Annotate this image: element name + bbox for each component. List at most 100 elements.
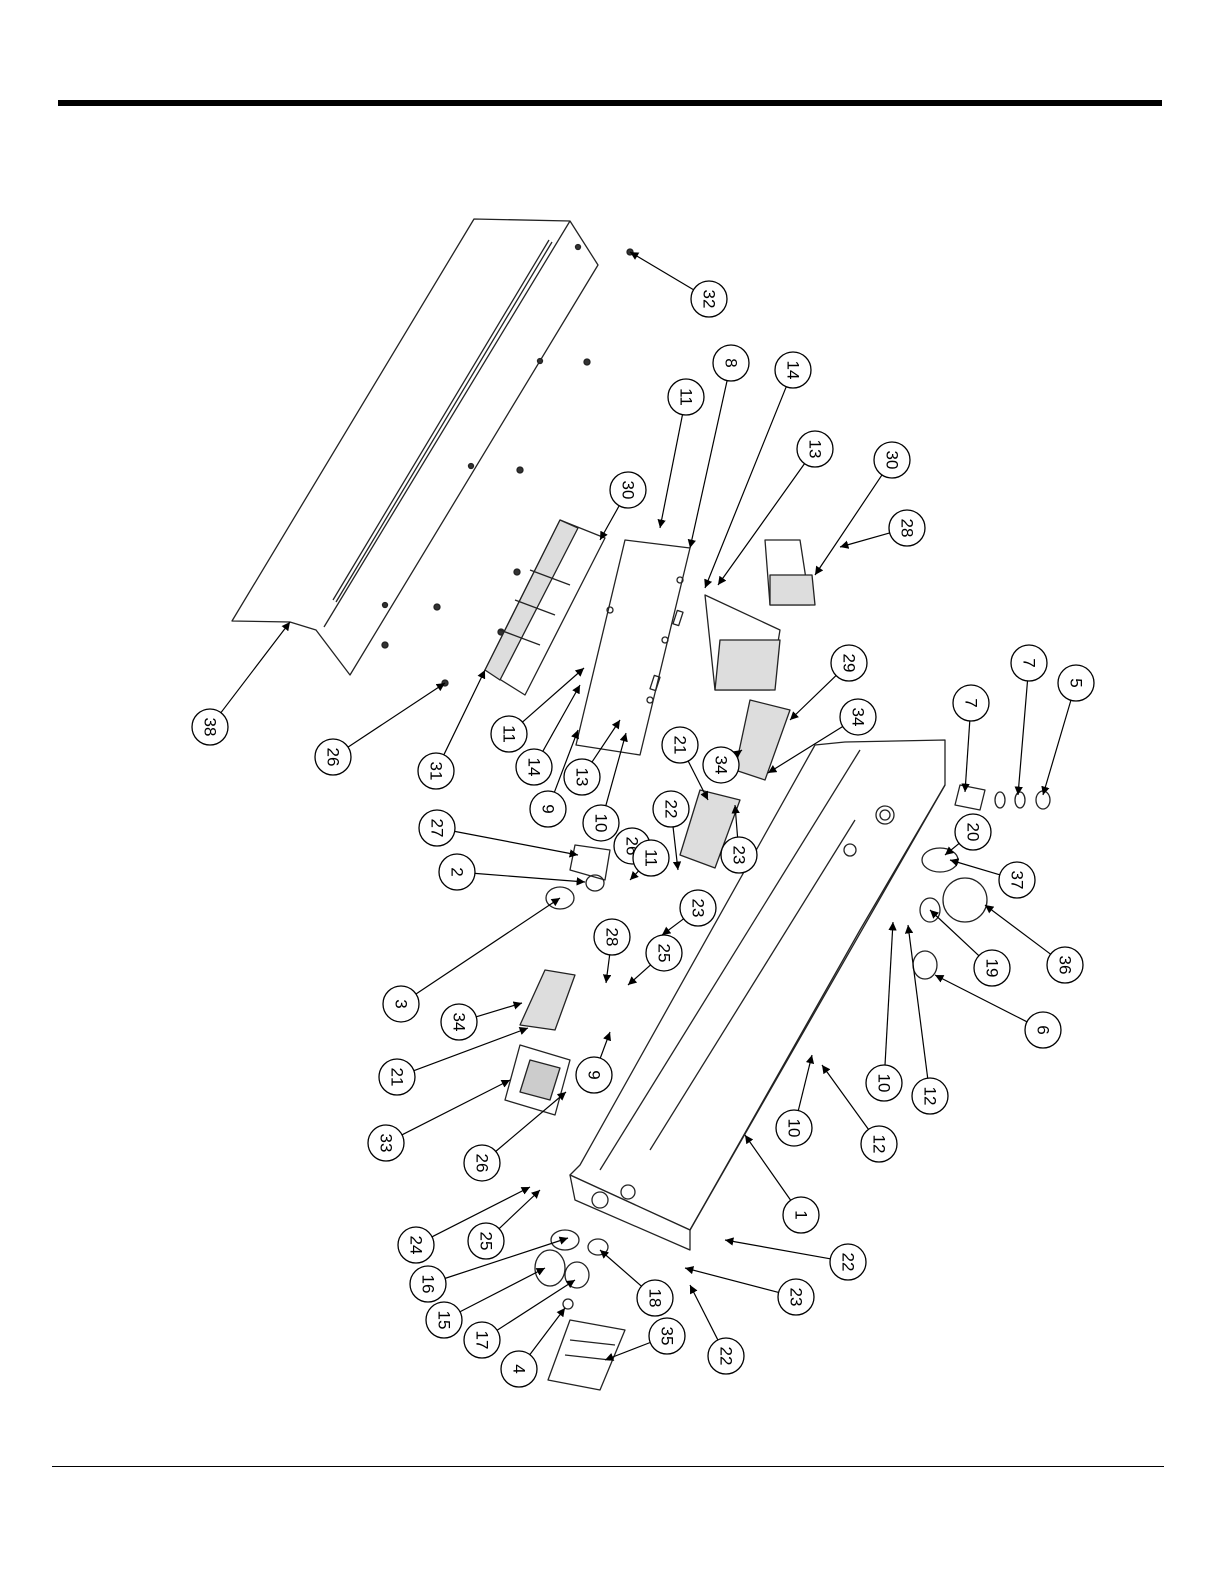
callout-label: 28: [898, 519, 917, 538]
callout-label: 24: [407, 1236, 426, 1255]
callout-22: 22: [690, 1285, 744, 1374]
leader-line: [476, 1003, 522, 1017]
leader-line: [725, 1240, 830, 1259]
callout-17: 17: [464, 1280, 575, 1358]
bottom-rule: [52, 1466, 1164, 1467]
callout-label: 38: [201, 718, 220, 737]
callout-label: 14: [525, 758, 544, 777]
leader-line: [628, 965, 651, 985]
callout-label: 11: [500, 725, 519, 743]
leader-line: [543, 685, 580, 751]
leader-line: [348, 683, 445, 747]
leader-line: [660, 415, 682, 528]
callout-label: 3: [392, 999, 411, 1008]
callout-12: 12: [908, 925, 948, 1114]
callout-25: 25: [628, 935, 682, 985]
callout-label: 17: [473, 1331, 492, 1350]
callout-24: 24: [398, 1187, 530, 1263]
callout-label: 27: [428, 819, 447, 838]
leader-line: [460, 1268, 545, 1312]
leader-line: [690, 1285, 718, 1340]
callout-label: 37: [1008, 871, 1027, 890]
callout-20: 20: [945, 814, 991, 855]
callout-label: 23: [730, 846, 749, 865]
glands-bottom: [535, 1230, 608, 1309]
callout-label: 30: [619, 481, 638, 500]
callout-label: 18: [646, 1289, 665, 1308]
callout-label: 23: [787, 1288, 806, 1307]
callout-11: 11: [660, 379, 704, 528]
callout-label: 29: [840, 654, 859, 673]
callout-label: 2: [448, 867, 467, 876]
callout-34: 34: [703, 747, 742, 783]
callout-label: 10: [875, 1074, 894, 1093]
callout-7: 7: [953, 685, 989, 792]
callout-30: 30: [815, 442, 910, 575]
callout-label: 7: [1020, 658, 1039, 667]
callout-label: 35: [658, 1327, 677, 1346]
mounting-plate: [576, 540, 690, 755]
relay-block-upper: [765, 540, 815, 605]
leader-line: [685, 1268, 779, 1292]
callout-18: 18: [600, 1250, 673, 1316]
relay-block-lower: [705, 595, 780, 690]
leader-line: [885, 922, 893, 1065]
leader-line: [600, 1032, 610, 1058]
leader-line: [600, 506, 619, 540]
callout-label: 19: [983, 959, 1002, 978]
leader-line: [840, 533, 890, 547]
leader-line: [1043, 700, 1071, 795]
leader-line: [475, 873, 585, 882]
callout-31: 31: [418, 670, 485, 789]
leader-line: [790, 676, 836, 720]
callout-label: 5: [1067, 678, 1086, 687]
callout-label: 4: [510, 1364, 529, 1373]
leader-line: [416, 898, 560, 994]
callout-label: 23: [689, 899, 708, 918]
callout-label: 7: [962, 698, 981, 707]
callout-label: 6: [1034, 1025, 1053, 1034]
leader-line: [815, 475, 882, 575]
callout-label: 9: [539, 804, 558, 813]
callout-label: 14: [784, 361, 803, 380]
callout-label: 12: [921, 1087, 940, 1106]
callout-10: 10: [866, 922, 902, 1101]
leader-line: [798, 1055, 812, 1111]
callout-label: 31: [427, 762, 446, 781]
callout-5: 5: [1043, 665, 1094, 795]
leader-line: [606, 955, 610, 983]
leader-line: [822, 1065, 868, 1129]
callout-label: 10: [592, 814, 611, 833]
callout-label: 33: [377, 1134, 396, 1153]
leader-line: [402, 1080, 510, 1135]
callout-26: 26: [464, 1092, 566, 1181]
leader-line: [1018, 681, 1028, 795]
callout-label: 13: [573, 768, 592, 787]
callout-label: 34: [849, 708, 868, 727]
terminal-strip-large: [485, 520, 605, 695]
callout-6: 6: [935, 975, 1061, 1048]
callout-label: 25: [477, 1232, 496, 1251]
callout-label: 34: [712, 756, 731, 775]
callout-21: 21: [662, 727, 708, 800]
callout-2: 2: [439, 854, 585, 890]
leader-line: [630, 871, 639, 880]
callout-label: 21: [671, 736, 690, 755]
callout-label: 21: [388, 1068, 407, 1087]
callout-label: 15: [435, 1311, 454, 1330]
callout-label: 8: [722, 358, 741, 367]
callout-label: 26: [324, 748, 343, 767]
callout-label: 30: [883, 451, 902, 470]
callout-38: 38: [192, 622, 290, 745]
leader-line: [499, 1190, 540, 1229]
callout-label: 9: [585, 1070, 604, 1079]
callout-label: 20: [964, 823, 983, 842]
callout-37: 37: [950, 860, 1035, 898]
leader-line: [455, 831, 578, 855]
din-module-33: [505, 1045, 570, 1115]
leader-line: [673, 827, 678, 870]
terminal-strip-29: [735, 700, 790, 780]
callout-8: 8: [690, 345, 749, 548]
leader-line: [985, 905, 1051, 954]
